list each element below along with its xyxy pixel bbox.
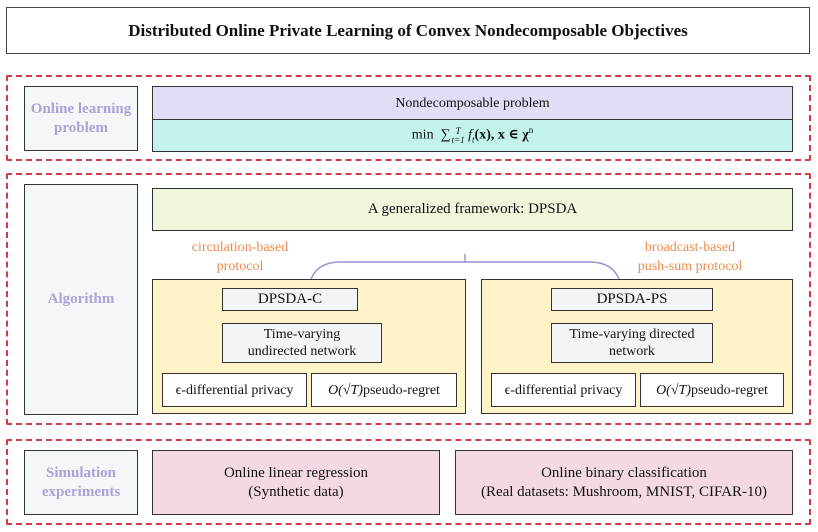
dpsda-ps-name-box: DPSDA-PS — [551, 288, 713, 311]
online-learning-label-line1: Online learning — [30, 100, 132, 117]
dpsda-ps-regret-text: pseudo-regret — [690, 382, 768, 398]
dpsda-c-name: DPSDA-C — [257, 291, 323, 307]
framework-text: A generalized framework: DPSDA — [367, 201, 578, 217]
binary-classification-box: Online binary classification (Real datas… — [455, 450, 793, 515]
dpsda-ps-privacy-box: ϵ-differential privacy — [491, 373, 636, 407]
online-learning-label-line2: problem — [54, 119, 108, 136]
dpsda-c-regret: O(√T)pseudo-regret — [328, 382, 440, 399]
formula-f-sub: t — [472, 134, 475, 145]
dpsda-c-network-line2: undirected network — [247, 344, 357, 359]
dpsda-ps-regret: O(√T)pseudo-regret — [656, 382, 768, 399]
formula-sum-lower: t=1 — [451, 134, 465, 145]
algorithm-label-text: Algorithm — [47, 291, 115, 307]
formula-min: min — [411, 127, 434, 143]
left-protocol-line2: protocol — [216, 259, 264, 274]
dpsda-ps-network-line1: Time-varying directed — [569, 327, 695, 342]
right-protocol-label: broadcast-based push-sum protocol — [615, 237, 765, 277]
binary-classification-sub: (Real datasets: Mushroom, MNIST, CIFAR-1… — [480, 483, 768, 500]
dpsda-c-regret-bound: O(√T) — [328, 382, 363, 398]
formula-f: f — [468, 127, 473, 143]
linear-regression-sub: (Synthetic data) — [248, 483, 344, 500]
algorithm-label: Algorithm — [24, 184, 138, 415]
dpsda-ps-regret-bound: O(√T) — [656, 382, 691, 398]
diagram-title: Distributed Online Private Learning of C… — [6, 7, 810, 54]
formula-arg: (x), x ∈ χ — [474, 127, 529, 143]
dpsda-c-privacy: ϵ-differential privacy — [175, 382, 294, 398]
dpsda-ps-network-line2: network — [609, 344, 655, 359]
dpsda-ps-name: DPSDA-PS — [596, 291, 668, 307]
framework-box: A generalized framework: DPSDA — [152, 188, 793, 231]
linear-regression-box: Online linear regression (Synthetic data… — [152, 450, 440, 515]
left-protocol-label: circulation-based protocol — [170, 237, 310, 277]
simulation-label-line1: Simulation — [45, 464, 117, 481]
simulation-label-line2: experiments — [41, 483, 121, 500]
linear-regression-title: Online linear regression — [223, 464, 369, 481]
dpsda-c-privacy-box: ϵ-differential privacy — [162, 373, 307, 407]
right-protocol-line2: push-sum protocol — [637, 259, 743, 274]
online-learning-label: Online learning problem — [24, 86, 138, 151]
dpsda-ps-network-box: Time-varying directed network — [551, 323, 713, 363]
section-simulation — [6, 439, 811, 525]
section-algorithm — [6, 173, 811, 425]
dpsda-c-network-box: Time-varying undirected network — [222, 323, 382, 363]
framework-bracket — [309, 254, 621, 283]
dpsda-ps-regret-box: O(√T)pseudo-regret — [640, 373, 784, 407]
dpsda-c-regret-box: O(√T)pseudo-regret — [311, 373, 457, 407]
right-protocol-line1: broadcast-based — [644, 240, 736, 255]
section-online-learning — [6, 75, 811, 161]
simulation-label: Simulation experiments — [24, 450, 138, 515]
formula-sum-upper: T — [455, 125, 461, 136]
dpsda-ps-privacy: ϵ-differential privacy — [504, 382, 623, 398]
nondecomposable-problem-box: Nondecomposable problem — [152, 86, 793, 120]
formula-superscript: n — [528, 125, 534, 136]
binary-classification-title: Online binary classification — [541, 464, 707, 481]
dpsda-c-regret-text: pseudo-regret — [362, 382, 440, 398]
title-text: Distributed Online Private Learning of C… — [128, 20, 688, 40]
left-protocol-line1: circulation-based — [191, 240, 289, 255]
problem-name: Nondecomposable problem — [395, 95, 550, 111]
dpsda-c-network-line1: Time-varying — [263, 327, 341, 342]
dpsda-c-name-box: DPSDA-C — [222, 288, 358, 311]
formula-sum: ∑ — [440, 127, 451, 143]
